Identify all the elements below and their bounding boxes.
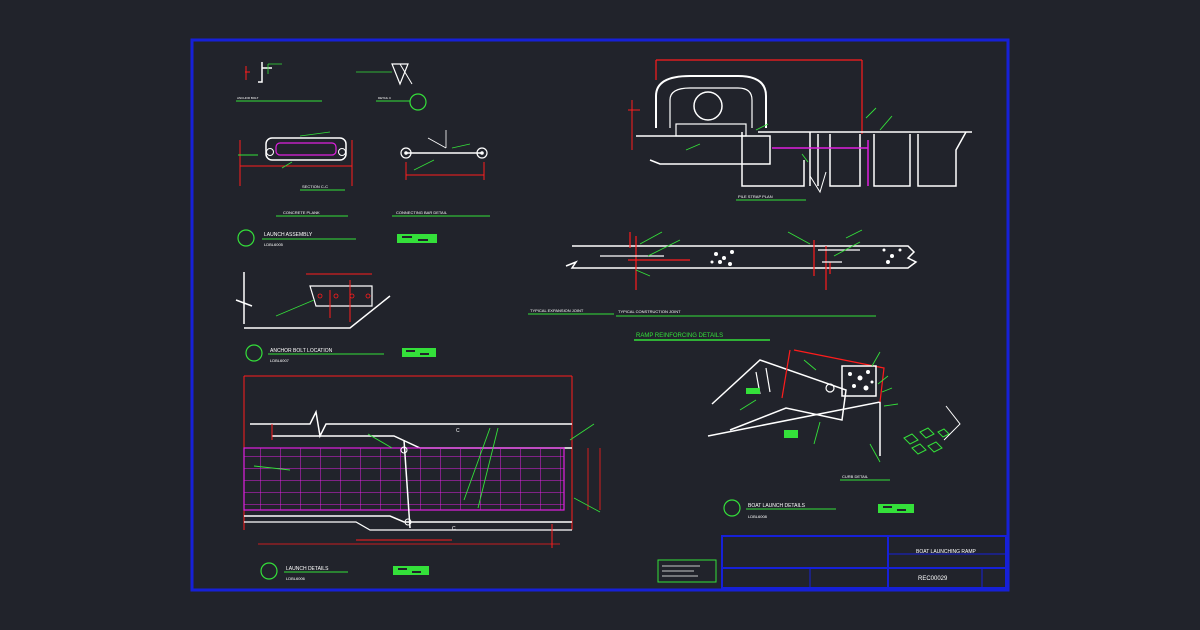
title-block-project: BOAT LAUNCHING RAMP [916, 549, 976, 555]
anchor-bolt-detail: ANCHOR BOLT [236, 62, 322, 102]
launch-assembly-title: LAUNCH ASSEMBLY [264, 232, 313, 238]
launch-details-c-bottom: C [452, 526, 456, 532]
launch-assembly-label: LAUNCH ASSEMBLY LDBL6005 [237, 229, 437, 247]
construction-joint-title: TYPICAL CONSTRUCTION JOINT [618, 309, 681, 314]
launch-details-drawing: C C [243, 375, 601, 548]
concrete-plank-title: CONCRETE PLANK [283, 210, 320, 215]
boat-launch-details-label: BOAT LAUNCH DETAILS LDBL6008 [723, 499, 914, 519]
anchor-bolt-location-title: ANCHOR BOLT LOCATION [270, 348, 333, 354]
section-cc-drawing: SECTION C-C [238, 131, 353, 191]
sheet-frame [190, 38, 1010, 592]
launch-details-code: LDBL6006 [286, 576, 306, 581]
launch-details-c-top: C [456, 428, 460, 434]
ramp-reinforcing-title: RAMP REINFORCING DETAILS [636, 333, 723, 339]
section-cc-title: SECTION C-C [302, 184, 328, 189]
joints-drawing: TYPICAL EXPANSION JOINT TYPICAL CONSTRUC… [528, 229, 918, 317]
pile-strap-plan-title: PILE STRAP PLAN [738, 194, 773, 199]
detail-c-title: DETAIL C [378, 96, 392, 100]
boat-launch-details-title: BOAT LAUNCH DETAILS [748, 503, 806, 509]
curb-detail-drawing: CURB DETAIL [707, 349, 961, 481]
anchor-bolt-location-drawing: ANCHOR BOLT LOCATION LDBL6007 [235, 272, 436, 363]
section-titles-row: CONCRETE PLANK CONNECTING BAR DETAIL [276, 210, 490, 217]
curb-detail-title: CURB DETAIL [842, 474, 869, 479]
title-block-drawing-number: REC00029 [918, 576, 948, 582]
notes-box [657, 559, 717, 583]
connecting-bar-drawing [400, 130, 488, 180]
expansion-joint-title: TYPICAL EXPANSION JOINT [530, 308, 584, 313]
title-block: BOAT LAUNCHING RAMP REC00029 [721, 535, 1007, 589]
detail-c-callout: DETAIL C [356, 63, 427, 111]
launch-assembly-code: LDBL6005 [264, 242, 284, 247]
connecting-bar-title: CONNECTING BAR DETAIL [396, 210, 448, 215]
anchor-bolt-location-code: LDBL6007 [270, 358, 290, 363]
anchor-bolt-title: ANCHOR BOLT [237, 96, 259, 100]
ramp-reinforcing-label: RAMP REINFORCING DETAILS [634, 333, 770, 341]
launch-details-title: LAUNCH DETAILS [286, 566, 329, 572]
boat-launch-details-code: LDBL6008 [748, 514, 768, 519]
pile-strap-plan-drawing: PILE STRAP PLAN [628, 59, 972, 201]
launch-details-label: LAUNCH DETAILS LDBL6006 [260, 562, 429, 581]
